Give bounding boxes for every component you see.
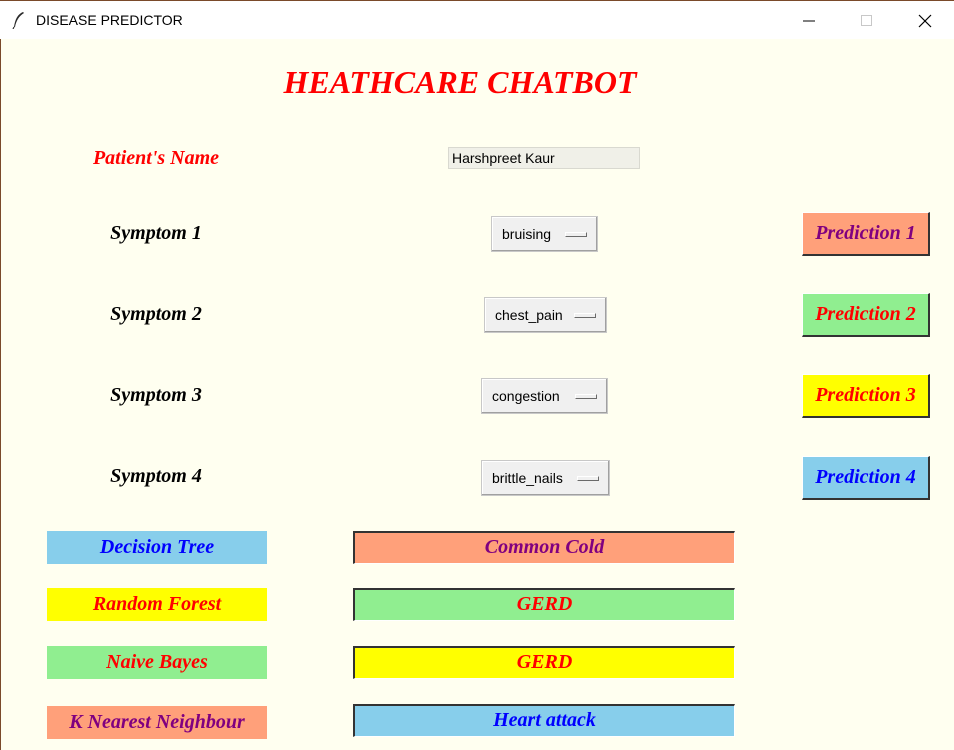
symptom-1-label: Symptom 1 <box>110 222 202 244</box>
symptom-3-value: congestion <box>492 388 560 404</box>
symptom-4-select[interactable]: brittle_nails <box>481 460 610 496</box>
dropdown-indicator-icon <box>565 232 587 237</box>
page-title: HEATHCARE CHATBOT <box>283 64 637 100</box>
maximize-icon <box>861 15 872 26</box>
maximize-button[interactable] <box>844 1 890 40</box>
close-button[interactable] <box>902 1 948 40</box>
naive-bayes-result: GERD <box>353 646 735 679</box>
patient-name-label: Patient's Name <box>92 147 220 169</box>
random-forest-label: Random Forest <box>47 588 267 621</box>
symptom-3-label: Symptom 3 <box>110 384 202 406</box>
prediction-3-button[interactable]: Prediction 3 <box>802 374 930 418</box>
prediction-1-button[interactable]: Prediction 1 <box>802 212 930 256</box>
title-bar: DISEASE PREDICTOR <box>0 0 954 39</box>
dropdown-indicator-icon <box>574 313 596 318</box>
feather-icon <box>12 11 26 30</box>
minimize-button[interactable] <box>786 1 832 40</box>
symptom-1-select[interactable]: bruising <box>491 216 598 252</box>
symptom-2-label: Symptom 2 <box>110 303 202 325</box>
decision-tree-result: Common Cold <box>353 531 735 564</box>
symptom-4-value: brittle_nails <box>492 470 563 486</box>
minimize-icon <box>803 20 815 22</box>
dropdown-indicator-icon <box>575 394 597 399</box>
window-title: DISEASE PREDICTOR <box>36 12 183 28</box>
symptom-4-label: Symptom 4 <box>110 465 202 487</box>
symptom-1-value: bruising <box>502 226 552 242</box>
symptom-2-value: chest_pain <box>495 307 563 323</box>
prediction-4-button[interactable]: Prediction 4 <box>802 456 930 500</box>
close-icon <box>918 14 932 28</box>
knn-label: K Nearest Neighbour <box>47 706 267 739</box>
random-forest-result: GERD <box>353 588 735 621</box>
symptom-2-select[interactable]: chest_pain <box>484 297 607 333</box>
decision-tree-label: Decision Tree <box>47 531 267 564</box>
symptom-3-select[interactable]: congestion <box>481 378 608 414</box>
naive-bayes-label: Naive Bayes <box>47 646 267 679</box>
dropdown-indicator-icon <box>577 476 599 481</box>
prediction-2-button[interactable]: Prediction 2 <box>802 293 930 337</box>
patient-name-input[interactable] <box>448 147 640 169</box>
knn-result: Heart attack <box>353 704 735 737</box>
